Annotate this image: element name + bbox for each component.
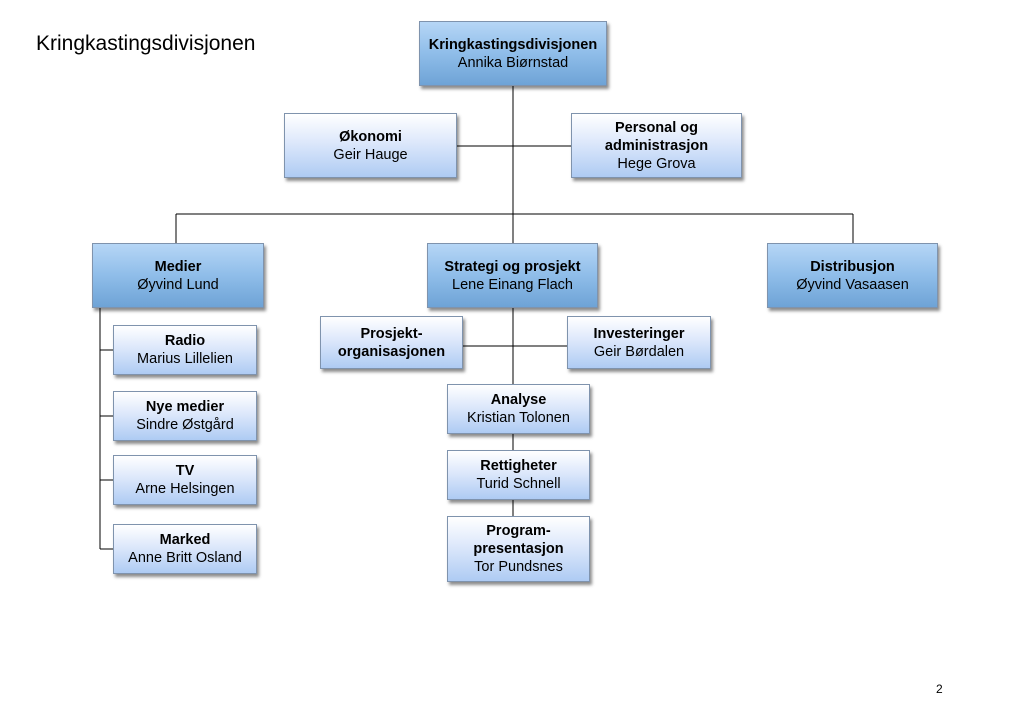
node-marked-title: Marked	[159, 532, 211, 548]
node-program-person: Tor Pundsnes	[474, 559, 563, 575]
node-nye-medier-title: Nye medier	[145, 399, 225, 415]
node-okonomi-title: Økonomi	[339, 128, 402, 145]
slide-title: Kringkastingsdivisjonen	[36, 32, 256, 55]
node-prosjekt-title-line1: Prosjekt-	[360, 325, 423, 342]
node-tv-title: TV	[175, 463, 195, 479]
node-prosjekt[interactable]: Prosjekt- organisasjonen	[320, 316, 463, 369]
node-personal-title-line1: Personal og	[615, 119, 698, 136]
node-distribusjon-person: Øyvind Vasaasen	[796, 276, 909, 293]
node-medier[interactable]: Medier Øyvind Lund	[92, 243, 264, 308]
node-strategi-person: Lene Einang Flach	[452, 276, 573, 293]
node-personal-title-line2: administrasjon	[604, 137, 709, 154]
node-prosjekt-title-line2: organisasjonen	[337, 343, 446, 360]
node-radio-title: Radio	[164, 333, 206, 349]
node-analyse-title: Analyse	[490, 392, 547, 408]
node-program[interactable]: Program- presentasjon Tor Pundsnes	[447, 516, 590, 582]
node-medier-title: Medier	[154, 258, 202, 275]
node-program-title-line1: Program-	[486, 523, 551, 539]
node-rettigheter[interactable]: Rettigheter Turid Schnell	[447, 450, 590, 500]
node-rettigheter-title: Rettigheter	[480, 458, 557, 474]
node-okonomi[interactable]: Økonomi Geir Hauge	[284, 113, 457, 178]
node-analyse[interactable]: Analyse Kristian Tolonen	[447, 384, 590, 434]
node-root-person: Annika Biørnstad	[457, 54, 569, 71]
node-distribusjon-title: Distribusjon	[810, 258, 895, 275]
node-tv-person: Arne Helsingen	[135, 481, 235, 497]
node-okonomi-person: Geir Hauge	[333, 146, 408, 163]
node-distribusjon[interactable]: Distribusjon Øyvind Vasaasen	[767, 243, 938, 308]
page-number: 2	[936, 682, 943, 696]
node-root[interactable]: Kringkastingsdivisjonen Annika Biørnstad	[419, 21, 607, 86]
node-personal[interactable]: Personal og administrasjon Hege Grova	[571, 113, 742, 178]
node-root-title: Kringkastingsdivisjonen	[428, 36, 598, 53]
node-radio-person: Marius Lillelien	[137, 351, 233, 367]
node-medier-person: Øyvind Lund	[137, 276, 219, 293]
node-radio[interactable]: Radio Marius Lillelien	[113, 325, 257, 375]
node-nye-medier[interactable]: Nye medier Sindre Østgård	[113, 391, 257, 441]
node-marked-person: Anne Britt Osland	[128, 550, 242, 566]
node-program-title-line2: presentasjon	[473, 541, 564, 557]
node-investeringer[interactable]: Investeringer Geir Børdalen	[567, 316, 711, 369]
node-strategi[interactable]: Strategi og prosjekt Lene Einang Flach	[427, 243, 598, 308]
node-investeringer-title: Investeringer	[593, 325, 685, 342]
node-nye-medier-person: Sindre Østgård	[136, 417, 234, 433]
node-rettigheter-person: Turid Schnell	[476, 476, 561, 492]
node-investeringer-person: Geir Børdalen	[593, 343, 685, 360]
node-personal-person: Hege Grova	[617, 155, 696, 172]
node-strategi-title: Strategi og prosjekt	[444, 258, 581, 275]
node-analyse-person: Kristian Tolonen	[467, 410, 570, 426]
node-tv[interactable]: TV Arne Helsingen	[113, 455, 257, 505]
node-marked[interactable]: Marked Anne Britt Osland	[113, 524, 257, 574]
